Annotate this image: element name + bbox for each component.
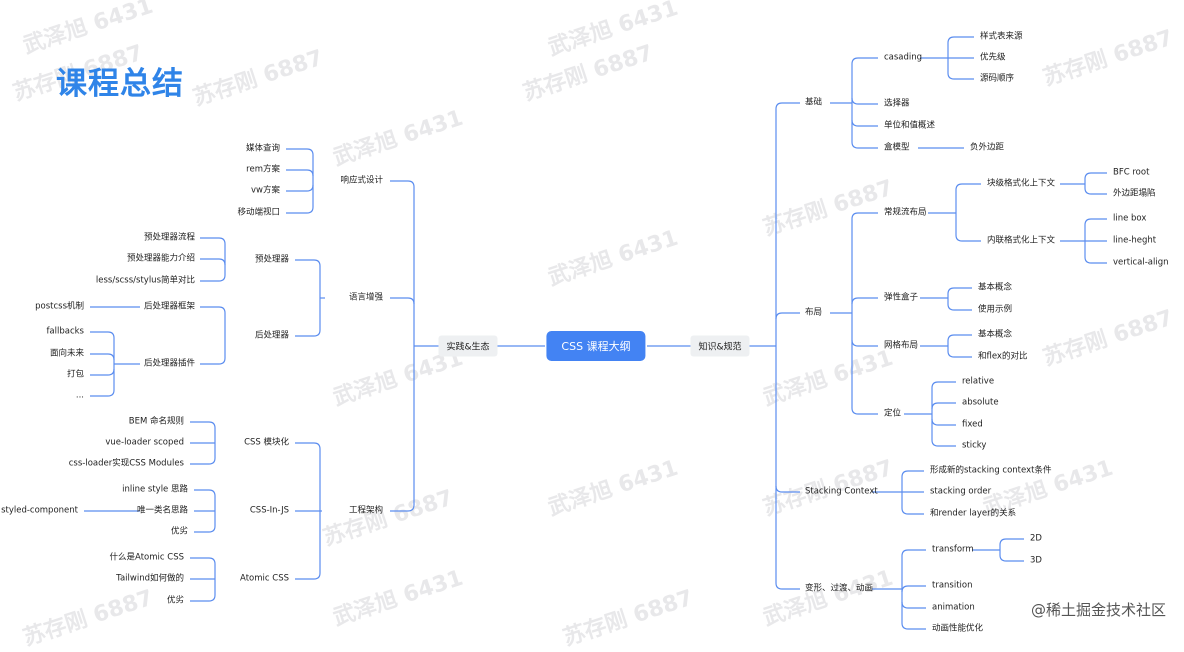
node-margin-collapse[interactable]: 外边距塌陷: [1113, 188, 1156, 199]
node-mobile-viewport[interactable]: 移动端视口: [237, 207, 280, 218]
node-selectors[interactable]: 选择器: [884, 98, 910, 109]
node-sticky[interactable]: sticky: [962, 440, 987, 451]
node-postcss-mechanism[interactable]: postcss机制: [35, 301, 84, 312]
node-postprocessor-framework[interactable]: 后处理器框架: [143, 301, 195, 312]
node-css-in-js[interactable]: CSS-In-JS: [249, 505, 289, 516]
node-rem-scheme[interactable]: rem方案: [246, 164, 280, 175]
node-2d[interactable]: 2D: [1030, 533, 1042, 544]
node-relative[interactable]: relative: [962, 376, 995, 387]
node-flex-concepts[interactable]: 基本概念: [978, 282, 1013, 293]
node-responsive-design[interactable]: 响应式设计: [340, 175, 383, 186]
node-3d[interactable]: 3D: [1030, 555, 1042, 566]
node-flex-examples[interactable]: 使用示例: [978, 304, 1013, 315]
node-stylesheet-origin[interactable]: 样式表来源: [980, 31, 1023, 42]
node-unique-classname-idea[interactable]: 唯一类名思路: [136, 505, 188, 516]
node-atomic-pros-cons[interactable]: 优劣: [166, 595, 184, 606]
node-bundling[interactable]: 打包: [66, 369, 84, 380]
node-specificity[interactable]: 优先级: [980, 52, 1006, 63]
node-styled-component[interactable]: styled-component: [1, 505, 78, 516]
node-ifc[interactable]: 内联格式化上下文: [987, 235, 1056, 246]
node-line-height[interactable]: line-heght: [1113, 235, 1157, 246]
node-line-box[interactable]: line box: [1113, 213, 1147, 224]
node-engineering-architecture[interactable]: 工程架构: [348, 505, 383, 516]
node-grid-vs-flex[interactable]: 和flex的对比: [978, 351, 1028, 362]
node-transform-transition-animation[interactable]: 变形、过渡、动画: [805, 583, 874, 594]
node-units-values[interactable]: 单位和值概述: [884, 120, 936, 131]
node-media-query[interactable]: 媒体查询: [245, 143, 280, 154]
node-future-facing[interactable]: 面向未来: [49, 348, 84, 359]
node-layout[interactable]: 布局: [805, 307, 823, 318]
node-bfc-root[interactable]: BFC root: [1113, 167, 1150, 178]
node-normal-flow[interactable]: 常规流布局: [884, 207, 927, 218]
node-grid-concepts[interactable]: 基本概念: [978, 329, 1013, 340]
node-vue-loader-scoped[interactable]: vue-loader scoped: [105, 437, 184, 448]
node-transform[interactable]: transform: [932, 544, 974, 555]
node-new-stacking-context[interactable]: 形成新的stacking context条件: [930, 465, 1052, 476]
node-bem-naming[interactable]: BEM 命名规则: [128, 416, 184, 427]
node-atomic-css[interactable]: Atomic CSS: [240, 573, 289, 584]
branch-practice-ecosystem[interactable]: 实践&生态: [438, 335, 498, 357]
source-credit: @稀土掘金技术社区: [1030, 601, 1166, 619]
node-vw-scheme[interactable]: vw方案: [251, 185, 280, 196]
node-render-layer[interactable]: 和render layer的关系: [930, 508, 1017, 519]
node-language-enhancement[interactable]: 语言增强: [348, 292, 383, 303]
node-box-model[interactable]: 盒模型: [884, 142, 910, 153]
mindmap-connectors: [84, 36, 1107, 630]
page-title: 课程总结: [56, 66, 184, 102]
node-css-modularization[interactable]: CSS 模块化: [244, 437, 289, 448]
node-fallbacks[interactable]: fallbacks: [46, 326, 84, 337]
node-bfc[interactable]: 块级格式化上下文: [987, 178, 1056, 189]
node-preprocessor-capability[interactable]: 预处理器能力介绍: [126, 253, 195, 264]
node-cssinjs-pros-cons[interactable]: 优劣: [170, 526, 188, 537]
node-tailwind-how[interactable]: Tailwind如何做的: [116, 573, 184, 584]
node-stacking-context[interactable]: Stacking Context: [805, 486, 878, 497]
node-cascading[interactable]: casading: [884, 52, 923, 63]
node-postprocessor[interactable]: 后处理器: [254, 330, 289, 341]
node-preprocessor-compare[interactable]: less/scss/stylus简单对比: [95, 275, 195, 286]
node-postprocessor-plugins[interactable]: 后处理器插件: [143, 358, 195, 369]
node-animation[interactable]: animation: [932, 602, 975, 613]
node-preprocessor[interactable]: 预处理器: [254, 254, 289, 265]
node-preprocessor-flow[interactable]: 预处理器流程: [143, 232, 195, 243]
branch-knowledge-spec[interactable]: 知识&规范: [690, 335, 750, 357]
node-basics[interactable]: 基础: [805, 97, 823, 108]
node-ellipsis[interactable]: ...: [75, 390, 84, 401]
node-transition[interactable]: transition: [932, 580, 973, 591]
node-grid-layout[interactable]: 网格布局: [884, 340, 919, 351]
node-fixed[interactable]: fixed: [962, 419, 983, 430]
node-vertical-align[interactable]: vertical-align: [1113, 257, 1169, 268]
node-source-order[interactable]: 源码顺序: [980, 73, 1015, 84]
node-negative-margin[interactable]: 负外边距: [970, 142, 1005, 153]
node-flexbox[interactable]: 弹性盒子: [884, 292, 919, 303]
node-what-is-atomic-css[interactable]: 什么是Atomic CSS: [109, 552, 184, 563]
node-animation-performance[interactable]: 动画性能优化: [932, 623, 984, 634]
central-topic-node[interactable]: CSS 课程大纲: [546, 331, 646, 361]
node-positioning[interactable]: 定位: [884, 408, 902, 419]
node-inline-style-idea[interactable]: inline style 思路: [122, 484, 188, 495]
node-absolute[interactable]: absolute: [962, 397, 999, 408]
node-stacking-order[interactable]: stacking order: [930, 486, 992, 497]
node-css-loader-modules[interactable]: css-loader实现CSS Modules: [68, 458, 184, 469]
